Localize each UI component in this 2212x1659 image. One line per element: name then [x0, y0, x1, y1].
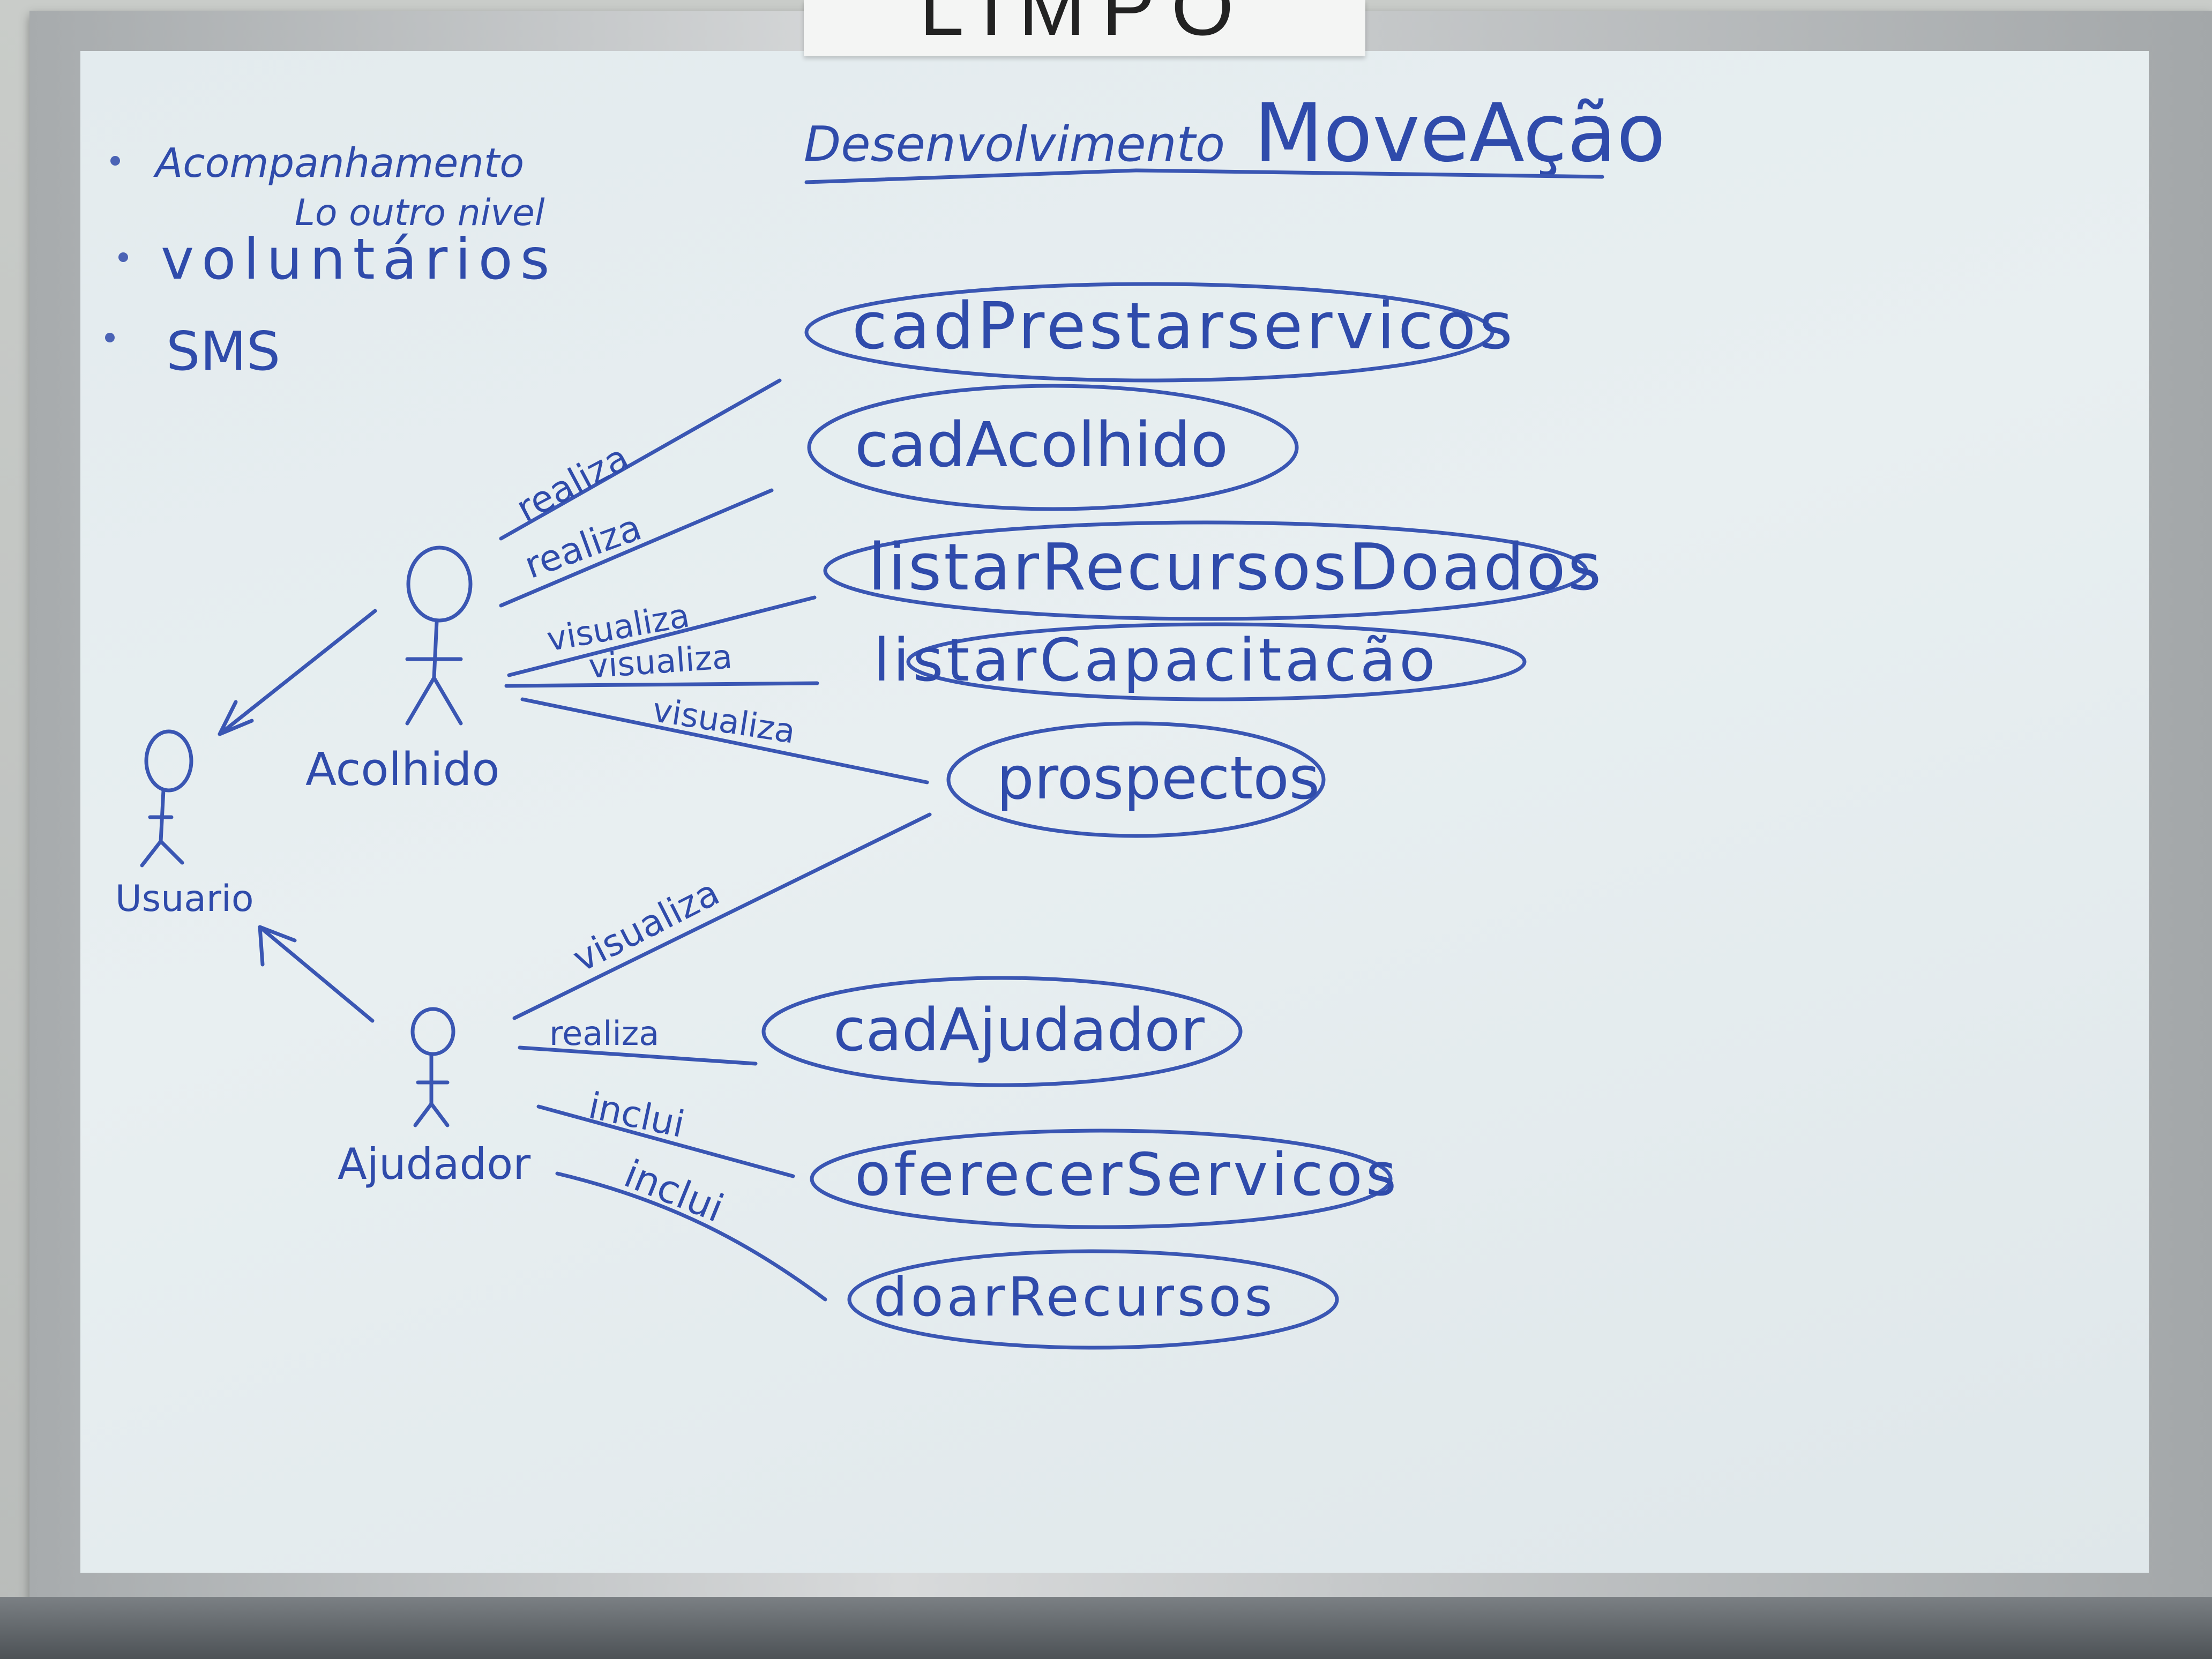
assoc-line-prospectos-ajudador	[512, 812, 932, 1020]
actor-usuario-figure	[140, 729, 193, 868]
usecase-doar-recursos-ellipse	[847, 1249, 1339, 1350]
assoc-line-cad-prestar	[499, 378, 782, 541]
relation-label-7: realiza	[549, 1014, 659, 1053]
whiteboard-surface	[80, 51, 2149, 1573]
generalization-arrow-acolhido	[218, 609, 377, 736]
usecase-prospectos-ellipse	[946, 721, 1326, 838]
usecase-cad-ajudador-label: cadAjudador	[833, 996, 1205, 1064]
usecase-oferecer-servicos-label: oferecerServicos	[855, 1140, 1400, 1209]
usecase-cad-acolhido-ellipse	[807, 384, 1299, 511]
usecase-listar-capacitacao-label: listarCapacitacão	[873, 626, 1438, 694]
usecase-cad-prestar-servicos-ellipse	[804, 282, 1494, 383]
relation-label-8: inclui	[585, 1085, 688, 1146]
sign-text: LIMPO	[919, 0, 1250, 52]
assoc-line-cad-acolhido	[499, 488, 774, 608]
note-item-1-sub: Lo outro nivel	[295, 192, 545, 234]
assoc-line-listar-capacitacao	[504, 681, 819, 688]
generalization-arrow-ajudador	[258, 925, 375, 1023]
usecase-prospectos-label: prospectos	[997, 744, 1320, 812]
header-underline-2	[1134, 168, 1604, 179]
usecase-oferecer-servicos-ellipse	[810, 1129, 1393, 1229]
relation-label-9: inclui	[618, 1151, 730, 1231]
actor-usuario-label: Usuario	[115, 878, 253, 920]
usecase-cad-acolhido-label: cadAcolhido	[855, 409, 1228, 481]
usecase-listar-recursos-doados-ellipse	[823, 520, 1588, 621]
actor-acolhido-figure	[405, 545, 473, 726]
assoc-line-doar-recursos	[555, 1171, 827, 1302]
actor-acolhido-label: Acolhido	[305, 743, 499, 796]
bullet-icon	[105, 333, 115, 342]
assoc-line-listar-recursos	[507, 595, 817, 677]
header-desenvolvimento: Desenvolvimento	[804, 116, 1225, 173]
header-project: MoveAção	[1254, 87, 1665, 180]
usecase-doar-recursos-label: doarRecursos	[873, 1266, 1275, 1328]
paper-sign: LIMPO	[804, 0, 1365, 56]
usecase-cad-prestar-servicos-label: cadPrestarservicos	[852, 289, 1516, 364]
note-item-3: SMS	[166, 320, 280, 383]
header-underline-1	[804, 168, 1138, 184]
assoc-line-oferecer-servicos	[536, 1104, 795, 1178]
note-item-1: Acompanhamento	[153, 139, 524, 186]
actor-ajudador-figure	[410, 1007, 455, 1127]
usecase-listar-capacitacao-ellipse	[906, 622, 1527, 701]
bullet-icon	[110, 156, 120, 166]
bullet-icon	[118, 252, 128, 262]
note-item-2: voluntários	[161, 227, 557, 292]
usecase-cad-ajudador-ellipse	[761, 976, 1243, 1087]
usecase-listar-recursos-doados-label: listarRecursosDoados	[868, 530, 1603, 605]
assoc-line-cad-ajudador	[518, 1045, 758, 1066]
assoc-line-prospectos-acolhido	[520, 697, 929, 784]
actor-ajudador-label: Ajudador	[338, 1139, 530, 1189]
marker-tray-rail	[0, 1597, 2212, 1659]
